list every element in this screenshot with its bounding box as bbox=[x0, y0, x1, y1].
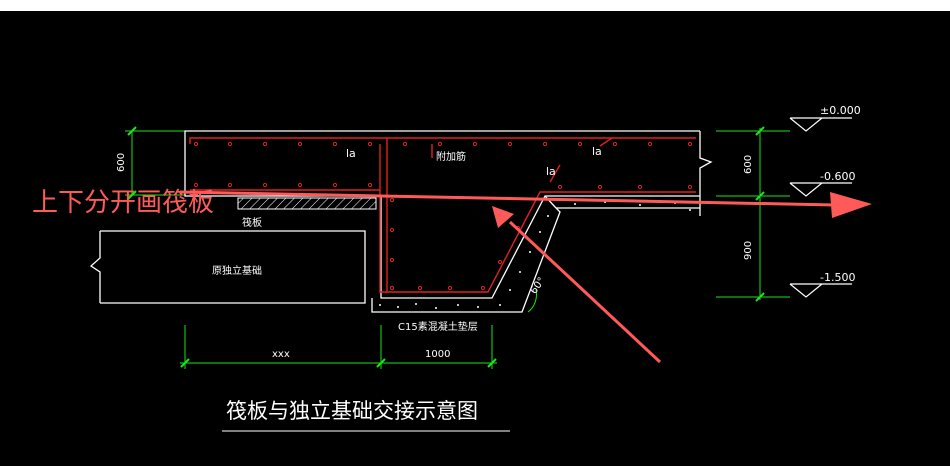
dimension-lines bbox=[125, 128, 790, 369]
original-footing-label: 原独立基础 bbox=[212, 264, 262, 277]
dim-bottom-1000: 1000 bbox=[425, 349, 450, 360]
window-top-strip bbox=[0, 0, 950, 11]
elevation-mid-label: -0.600 bbox=[820, 170, 855, 183]
dimension-ticks bbox=[127, 126, 765, 368]
concrete-outline bbox=[89, 130, 713, 313]
angle-label: 60° bbox=[528, 276, 547, 297]
cushion-label: C15素混凝土垫层 bbox=[398, 320, 478, 333]
dim-bottom-xxx: xxx bbox=[272, 349, 290, 360]
elevation-top-label: ±0.000 bbox=[820, 104, 861, 117]
annotation-arrows bbox=[179, 190, 872, 364]
la-label-2: la bbox=[592, 145, 602, 158]
raft-label: 筏板 bbox=[242, 216, 262, 229]
raft-hatch bbox=[237, 197, 377, 210]
rebar-note-label: 附加筋 bbox=[436, 150, 466, 163]
rebar bbox=[189, 137, 696, 293]
annotation-text: 上下分开画筏板 bbox=[32, 188, 214, 218]
elevation-markers bbox=[789, 117, 852, 298]
dim-left-height: 600 bbox=[116, 153, 127, 172]
la-label-1: la bbox=[346, 147, 356, 160]
cushion-dots bbox=[379, 201, 691, 309]
dim-right-900: 900 bbox=[743, 241, 754, 260]
cad-drawing-canvas: la la la 附加筋 筏板 原独立基础 C15素混凝土垫层 60° 600 … bbox=[32, 104, 872, 432]
rebar-dots bbox=[193, 141, 693, 291]
drawing-title: 筏板与独立基础交接示意图 bbox=[226, 399, 478, 423]
dim-right-600: 600 bbox=[743, 155, 754, 174]
la-label-3: la bbox=[546, 165, 556, 178]
elevation-bottom-label: -1.500 bbox=[820, 271, 855, 284]
